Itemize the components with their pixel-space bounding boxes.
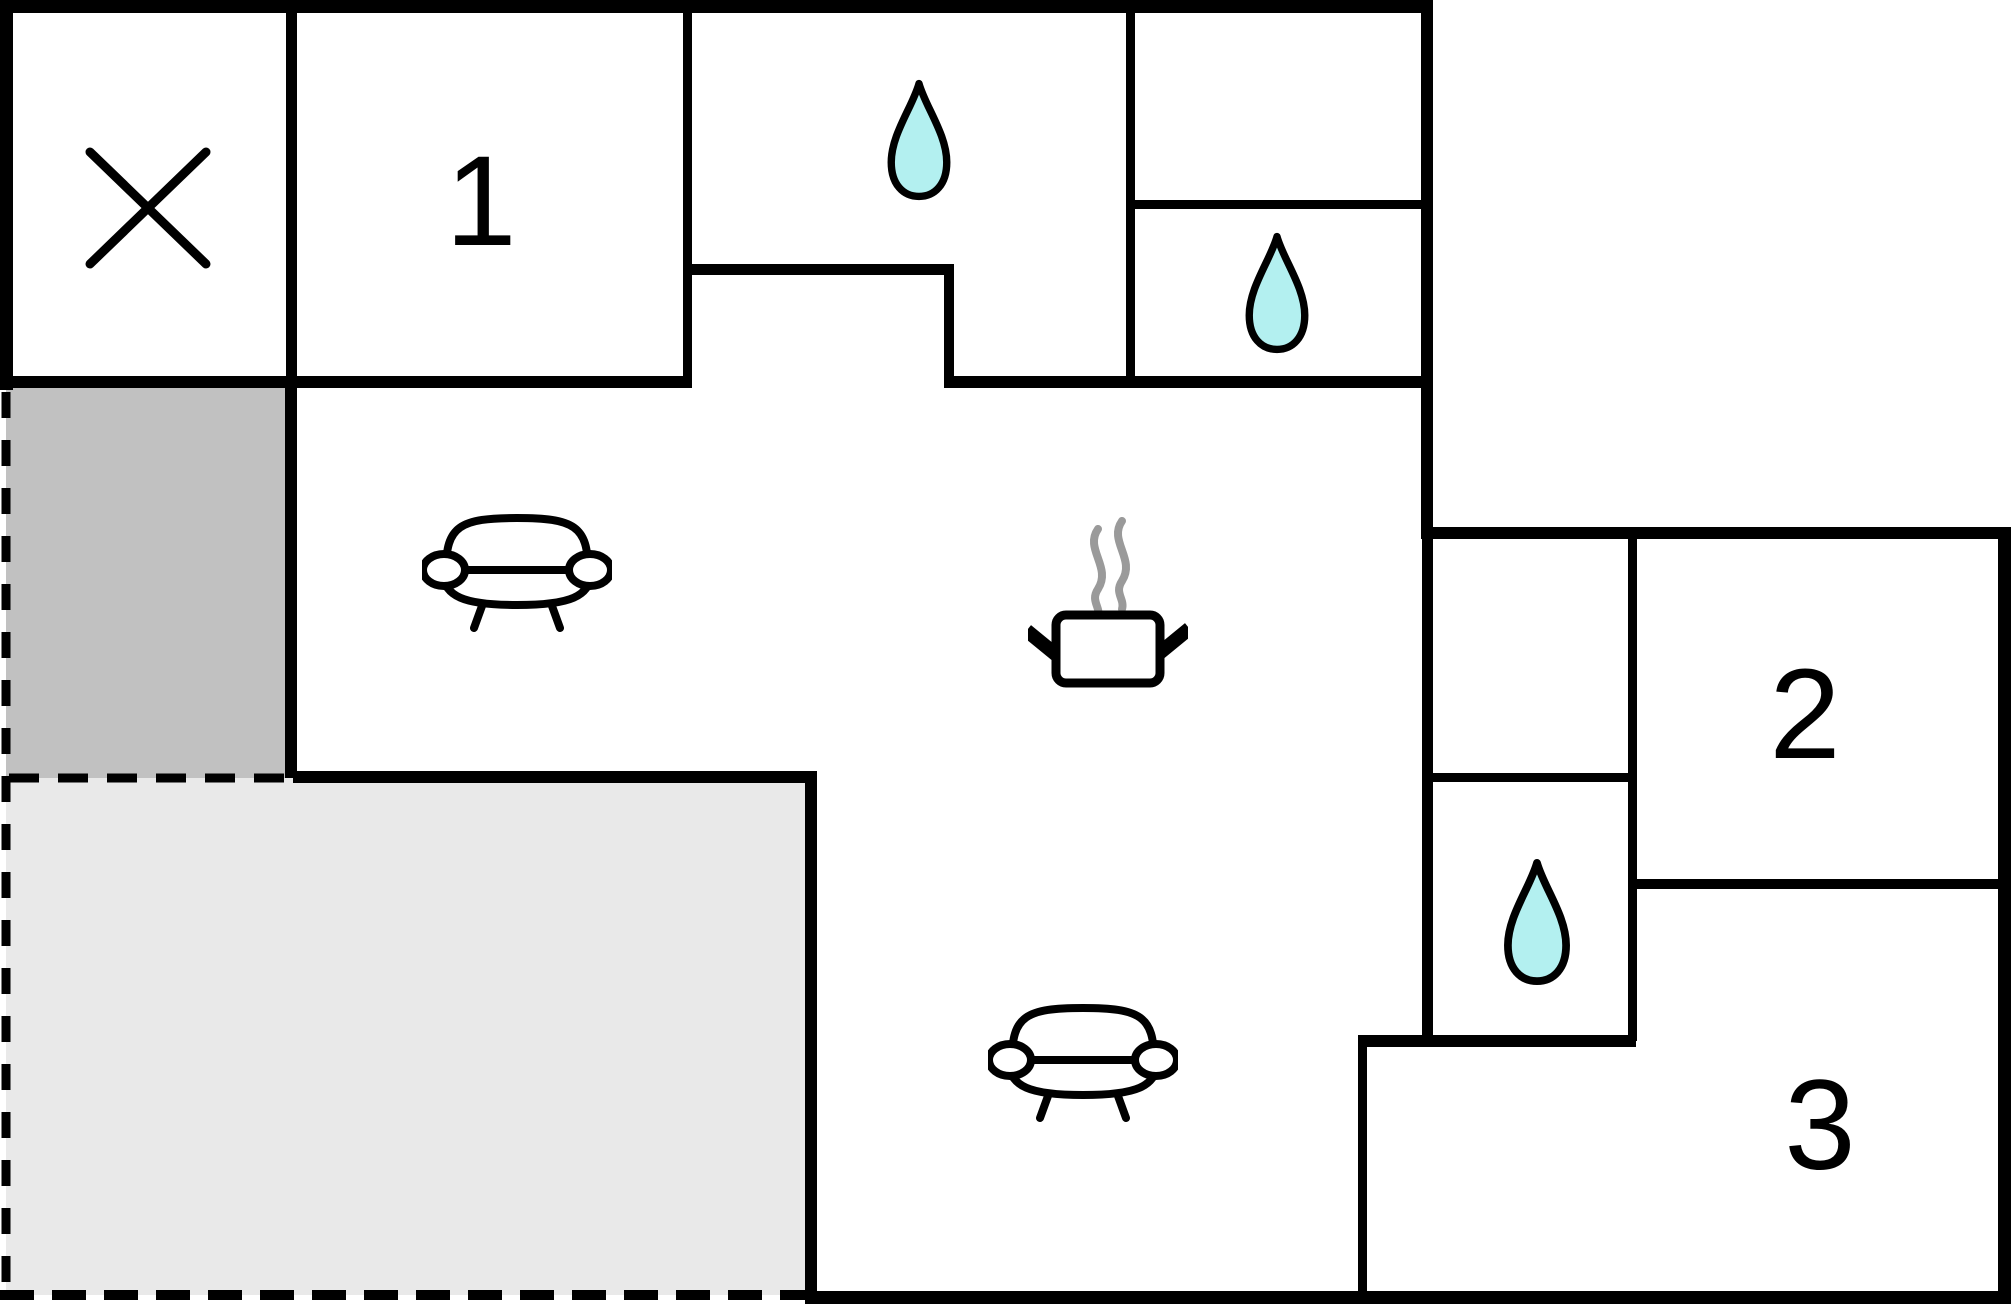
wall-segment — [0, 0, 13, 390]
room-label-1: 1 — [445, 130, 516, 273]
sofa-icon — [423, 518, 611, 628]
wall-segment — [1421, 0, 1433, 539]
wall-segment — [0, 376, 692, 388]
sofa-icon — [989, 1008, 1177, 1118]
wall-segment — [0, 0, 1433, 13]
wall-segment — [683, 264, 954, 275]
wall-segment — [1421, 527, 2011, 539]
stove-icon — [1032, 521, 1184, 683]
wall-segment — [944, 376, 1433, 388]
wall-segment — [1358, 1047, 1367, 1295]
water-drop-icon — [1249, 237, 1305, 350]
wall-segment — [944, 264, 954, 388]
wall-segment — [1632, 879, 1998, 889]
wall-segment — [1126, 13, 1135, 376]
wall-segment — [1425, 773, 1632, 782]
water-drop-icon — [891, 84, 947, 197]
wall-segment — [286, 13, 297, 376]
terrace-upper-region — [6, 388, 285, 778]
room-label-3: 3 — [1784, 1054, 1855, 1197]
wall-segment — [1422, 539, 1433, 1041]
wall-segment — [683, 13, 692, 376]
wall-segment — [1135, 200, 1421, 209]
crossed-out-icon — [90, 152, 206, 264]
wall-segment — [293, 771, 817, 783]
water-drop-icon — [1508, 863, 1566, 981]
room-label-2: 2 — [1769, 643, 1840, 786]
wall-segment — [1628, 539, 1637, 1041]
wall-segment — [1998, 527, 2011, 1304]
terrace-lower-region — [6, 778, 805, 1295]
wall-segment — [805, 1291, 2011, 1304]
wall-segment — [285, 388, 297, 778]
wall-segment — [1358, 1035, 1636, 1047]
wall-segment — [805, 777, 817, 1304]
